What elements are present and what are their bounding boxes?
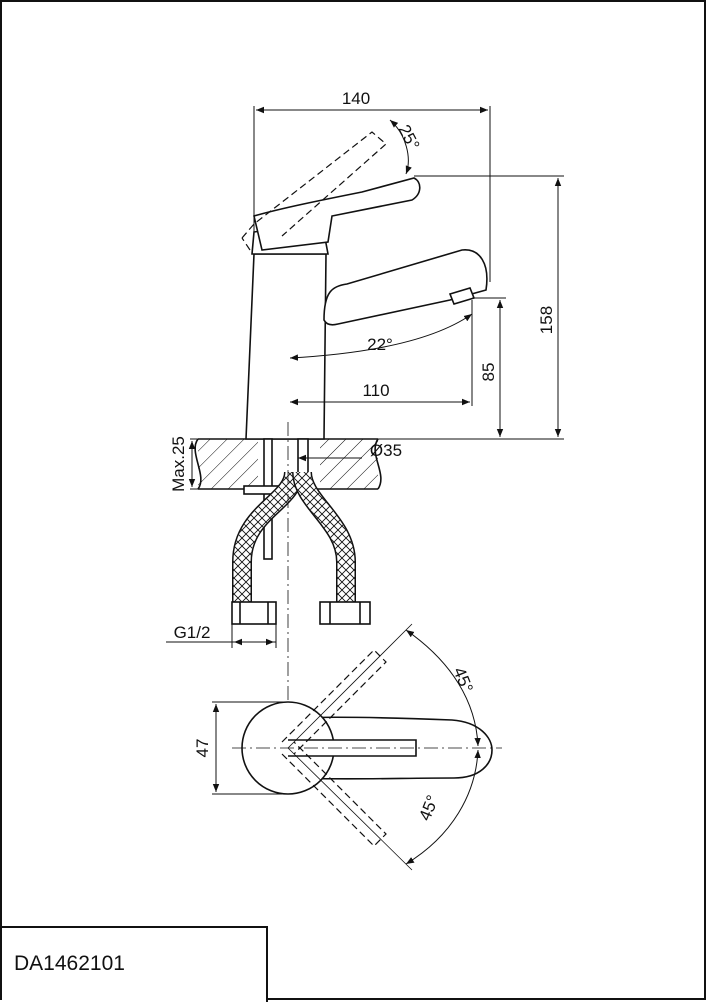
dim-overall-width: 140 bbox=[342, 89, 370, 108]
dim-spout-reach: 110 bbox=[362, 381, 389, 400]
flexible-hoses bbox=[232, 470, 356, 607]
hose-nuts bbox=[231, 601, 371, 625]
top-view-dimensions bbox=[212, 623, 481, 871]
dim-lever-swing-lower: 45° bbox=[415, 792, 442, 823]
countertop-section bbox=[194, 438, 382, 490]
spout bbox=[323, 249, 488, 326]
dim-spout-height: 85 bbox=[479, 363, 498, 382]
lever-handle bbox=[253, 177, 421, 251]
dim-hole-diameter: Ø35 bbox=[370, 441, 402, 460]
title-block: DA1462101 bbox=[2, 926, 268, 1002]
dim-lever-tilt-angle: 25° bbox=[394, 122, 423, 154]
side-view-dimensions bbox=[166, 106, 564, 648]
lever-phantom bbox=[241, 131, 387, 251]
product-code: DA1462101 bbox=[14, 952, 125, 975]
side-view bbox=[194, 131, 488, 702]
dim-body-diameter: 47 bbox=[193, 739, 212, 758]
dim-thread-size: G1/2 bbox=[174, 623, 211, 642]
dim-spout-angle: 22° bbox=[367, 335, 393, 354]
faucet-body bbox=[245, 253, 327, 440]
dim-lever-swing-upper: 45° bbox=[449, 664, 476, 695]
dim-max-deck-thickness: Max.25 bbox=[169, 436, 188, 492]
dim-overall-height: 158 bbox=[537, 306, 556, 334]
